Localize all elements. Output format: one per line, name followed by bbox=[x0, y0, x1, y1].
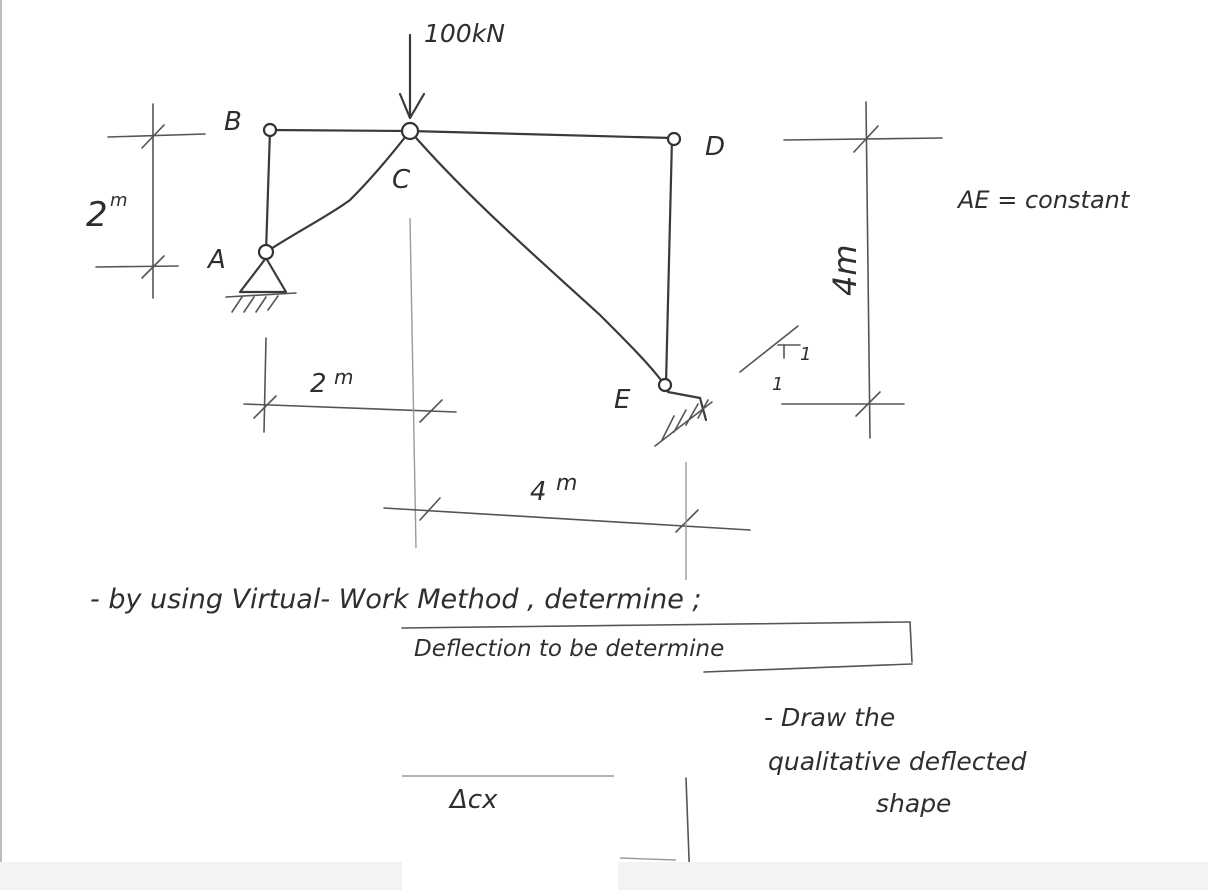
dimension-right-height bbox=[781, 101, 943, 439]
joint-a bbox=[257, 243, 275, 261]
dimension-a-to-c bbox=[243, 337, 457, 433]
dim-left-height-unit: m bbox=[110, 190, 128, 211]
dim-ce-unit: m bbox=[556, 471, 577, 496]
load-arrow-head bbox=[398, 92, 426, 120]
joint-d bbox=[666, 131, 682, 147]
slope-rise-label: 1 bbox=[800, 344, 811, 365]
node-label-d: D bbox=[705, 132, 725, 162]
node-label-a: A bbox=[206, 245, 226, 275]
member-cd bbox=[408, 129, 674, 140]
property-note: AE = constant bbox=[956, 186, 1131, 214]
member-bc bbox=[268, 128, 412, 133]
pin-support-a bbox=[225, 256, 297, 313]
slope-run-label: 1 bbox=[772, 374, 783, 395]
draw-instruction-line3: shape bbox=[876, 789, 951, 818]
load-arrow bbox=[398, 33, 426, 120]
dim-right-height: 4m bbox=[826, 244, 864, 296]
answer-table bbox=[0, 775, 1208, 890]
deflection-symbol: Δcx bbox=[448, 785, 498, 815]
node-label-b: B bbox=[224, 107, 242, 137]
truss-members bbox=[264, 128, 674, 386]
node-label-e: E bbox=[614, 385, 631, 415]
dim-ce-value: 4 bbox=[530, 477, 547, 507]
node-label-c: C bbox=[392, 165, 411, 195]
joint-c bbox=[400, 121, 420, 141]
dim-left-height-value: 2 bbox=[86, 195, 108, 235]
dimension-left-height bbox=[95, 103, 206, 299]
deflection-label-box bbox=[401, 621, 913, 673]
member-de bbox=[664, 136, 674, 386]
deflection-box-label: Deflection to be determine bbox=[414, 636, 724, 662]
draw-instruction-line2: qualitative deflected bbox=[768, 747, 1027, 776]
member-ab bbox=[264, 128, 272, 254]
instruction-main: - by using Virtual- Work Method , determ… bbox=[90, 584, 701, 615]
load-label: 100kN bbox=[424, 19, 505, 48]
member-ce bbox=[408, 129, 666, 386]
slope-indicator bbox=[739, 325, 801, 373]
inclined-roller-support-e bbox=[654, 390, 713, 447]
dimension-c-to-e bbox=[383, 462, 751, 580]
dim-ac-unit: m bbox=[334, 365, 353, 389]
member-ac bbox=[264, 129, 412, 254]
draw-instruction-line1: - Draw the bbox=[764, 703, 895, 732]
joint-e bbox=[657, 377, 673, 393]
joint-b bbox=[262, 122, 278, 138]
guide-line-c bbox=[409, 217, 417, 549]
dim-ac-value: 2 bbox=[310, 369, 327, 399]
